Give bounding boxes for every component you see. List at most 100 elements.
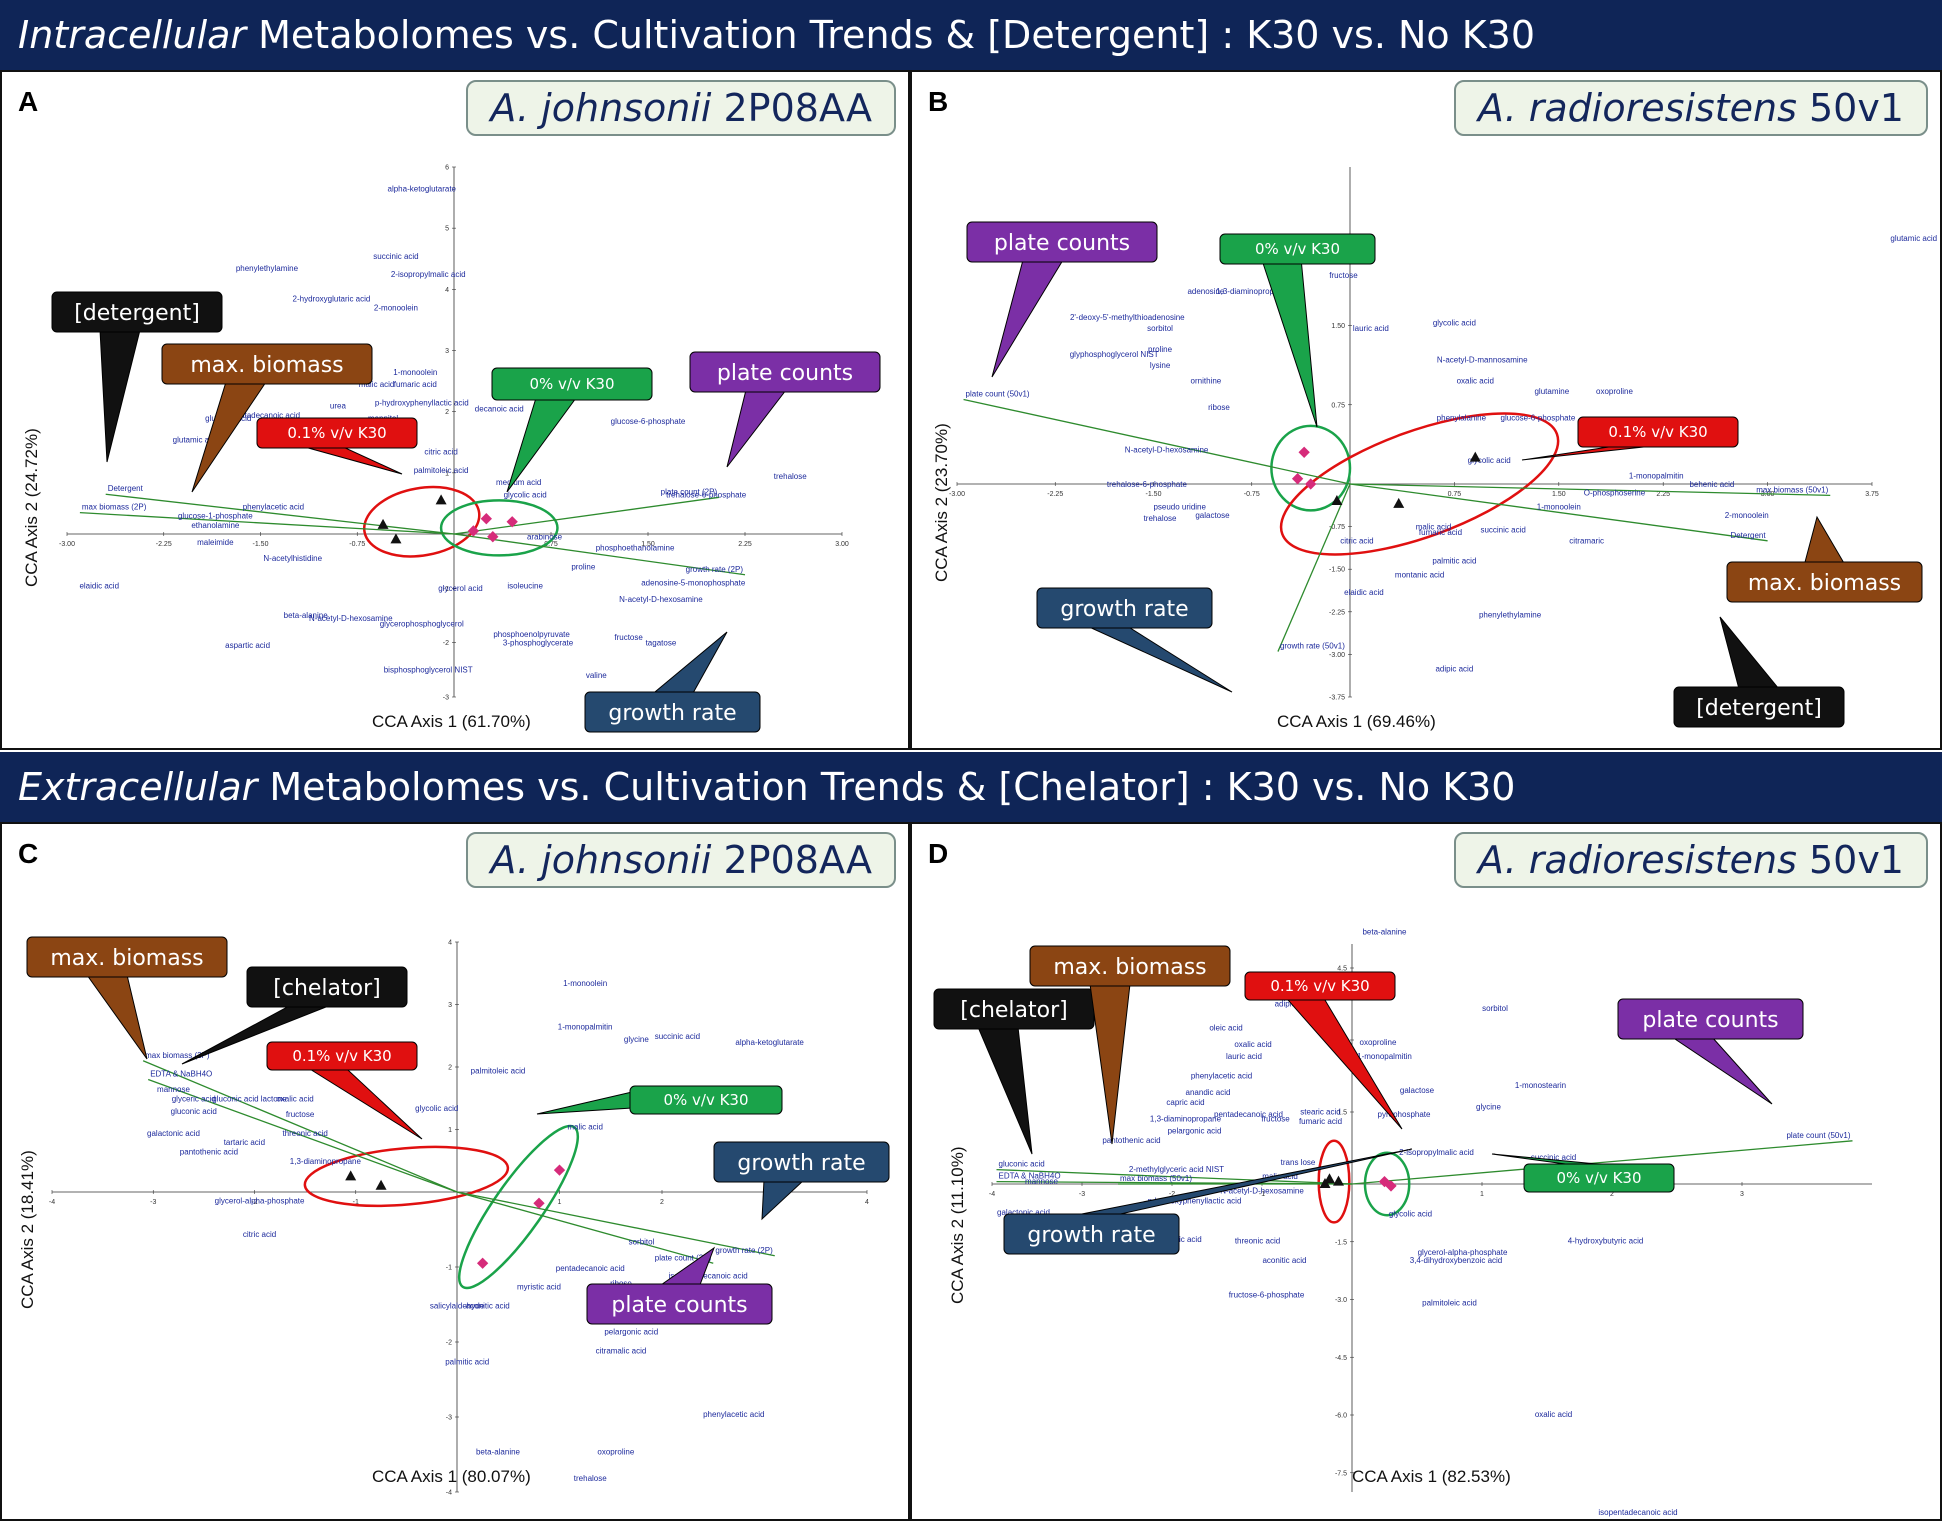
callout-pointer	[991, 259, 1064, 378]
sample-diamond	[1305, 478, 1317, 490]
panel-letter: B	[928, 86, 949, 117]
metabolite-label: isopentadecanoic acid	[1598, 1508, 1677, 1517]
callout-text: [detergent]	[74, 301, 200, 326]
group-ellipse	[1270, 424, 1352, 512]
metabolite-label: oxalic acid	[276, 1094, 313, 1103]
panel-letter: C	[18, 838, 39, 869]
sample-triangle	[345, 1170, 357, 1181]
y-tick-label: -3.00	[1329, 652, 1345, 659]
metabolite-label: 2-isopropylmalic acid	[1399, 1148, 1474, 1157]
metabolite-label: aspartic acid	[225, 641, 270, 650]
callout-text: 0.1% v/v K30	[1270, 977, 1369, 995]
metabolite-label: 3,4-dihydroxybenzoic acid	[1410, 1256, 1503, 1265]
y-tick-label: 4.5	[1337, 966, 1347, 973]
biplot-vector	[453, 533, 746, 576]
y-tick-label: -1.5	[1335, 1239, 1347, 1246]
panel-letter: D	[928, 838, 949, 869]
metabolite-label: trehalose	[1144, 514, 1177, 523]
x-tick-label: -1.50	[253, 541, 269, 548]
metabolite-label: succinic acid	[655, 1032, 700, 1041]
metabolite-label: oxoproline	[1596, 387, 1633, 396]
metabolite-label: 1-monopalmitin	[558, 1023, 613, 1032]
callout-box	[266, 1041, 418, 1071]
sample-diamond	[553, 1164, 566, 1176]
metabolite-label: fumaric acid	[394, 380, 437, 389]
strain-name: 50v1	[1796, 838, 1904, 882]
sample-diamond	[1385, 1180, 1397, 1192]
metabolite-label: proline	[1148, 345, 1173, 354]
y-tick-label: -1	[443, 586, 449, 593]
vector-label: gluconic acid	[999, 1160, 1045, 1169]
y-tick-label: -0.75	[1329, 524, 1345, 531]
y-tick-label: 1	[445, 470, 449, 477]
metabolite-label: anandic acid	[1186, 1088, 1231, 1097]
metabolite-label: 2'-deoxy-5'-methylthioadenosine	[1070, 313, 1185, 322]
biplot-vector	[456, 1191, 775, 1257]
callout-max-biomass: max. biomass	[1726, 515, 1923, 603]
callout-detergent: [detergent]	[51, 291, 223, 463]
callout-text: max. biomass	[1748, 571, 1901, 596]
x-tick-label: -0.75	[349, 541, 365, 548]
metabolite-label: glycolic acid	[1468, 456, 1511, 465]
metabolite-label: fumaric acid	[1299, 1117, 1342, 1126]
callout-box	[1029, 945, 1231, 987]
metabolite-label: ribose	[610, 1279, 632, 1288]
x-axis-label: CCA Axis 1 (69.46%)	[1277, 712, 1436, 731]
vector-label: growth rate (2P)	[715, 1246, 773, 1255]
metabolite-label: palmitic acid	[445, 1358, 489, 1367]
callout-max-biomass: max. biomass	[161, 343, 373, 493]
y-tick-label: -3	[443, 695, 449, 702]
y-tick-label: -6.0	[1335, 1413, 1347, 1420]
metabolite-label: 1-monopalmitin	[1357, 1052, 1412, 1061]
metabolite-label: glutamic acid	[1890, 234, 1937, 243]
metabolite-label: tartaric acid	[224, 1138, 265, 1147]
metabolite-label: elaidic acid	[79, 581, 119, 590]
x-tick-label: 1.50	[1552, 491, 1566, 498]
callout-text: plate counts	[717, 361, 853, 386]
species-label: A. johnsonii 2P08AA	[466, 832, 896, 888]
callout-text: [detergent]	[1696, 696, 1822, 721]
biplot-vector	[1349, 483, 1768, 542]
biplot-vector	[963, 398, 1351, 485]
metabolite-label: oxalic acid	[1535, 1410, 1572, 1419]
metabolite-label: fumaric acid	[1419, 528, 1462, 537]
species-name: A. johnsonii	[490, 86, 712, 130]
metabolite-label: glutamic acid	[173, 435, 220, 444]
sample-triangle	[1324, 1173, 1335, 1184]
metabolite-label: citric acid	[424, 447, 457, 456]
callout-detergent: [chelator]	[933, 988, 1095, 1155]
metabolite-label: palmitic acid	[1432, 557, 1476, 566]
sample-diamond	[480, 513, 492, 525]
x-tick-label: -0.75	[1244, 491, 1260, 498]
metabolite-label: pantothenic acid	[180, 1148, 238, 1157]
x-tick-label: 1.50	[641, 541, 655, 548]
metabolite-label: tagatose	[646, 638, 677, 647]
y-tick-label: 2	[445, 409, 449, 416]
biplot-vector	[1277, 483, 1351, 652]
callout-text: growth rate	[1060, 597, 1188, 622]
callout-box	[1726, 561, 1923, 603]
x-tick-label: 0.75	[1448, 491, 1462, 498]
metabolite-label: phenylethylamine	[1479, 610, 1542, 619]
strain-name: 50v1	[1796, 86, 1904, 130]
metabolite-label: 2-monoolein	[1725, 511, 1769, 520]
callout-text: 0% v/v K30	[529, 375, 614, 393]
callout-box	[586, 1283, 773, 1325]
x-tick-label: 2	[660, 1199, 664, 1206]
callout-pointer	[1670, 1036, 1773, 1105]
x-tick-label: 3	[1740, 1191, 1744, 1198]
callout-growth-rate: growth rate	[713, 1141, 890, 1221]
metabolite-label: glucose-6-phosphate	[1501, 414, 1576, 423]
x-tick-label: -3.00	[59, 541, 75, 548]
metabolite-label: adenosine	[1187, 287, 1224, 296]
callout-text: max. biomass	[190, 353, 343, 378]
metabolite-label: phosphoenolpyruvate	[493, 630, 570, 639]
callout-plate-counts: plate counts	[689, 351, 881, 468]
metabolite-label: glycolic acid	[1389, 1210, 1432, 1219]
vector-label: plate count (2P)	[655, 1253, 712, 1262]
y-tick-label: -7.5	[1335, 1470, 1347, 1477]
metabolite-label: fructose-6-phosphate	[1229, 1291, 1305, 1300]
y-tick-label: 1.50	[1331, 323, 1345, 330]
